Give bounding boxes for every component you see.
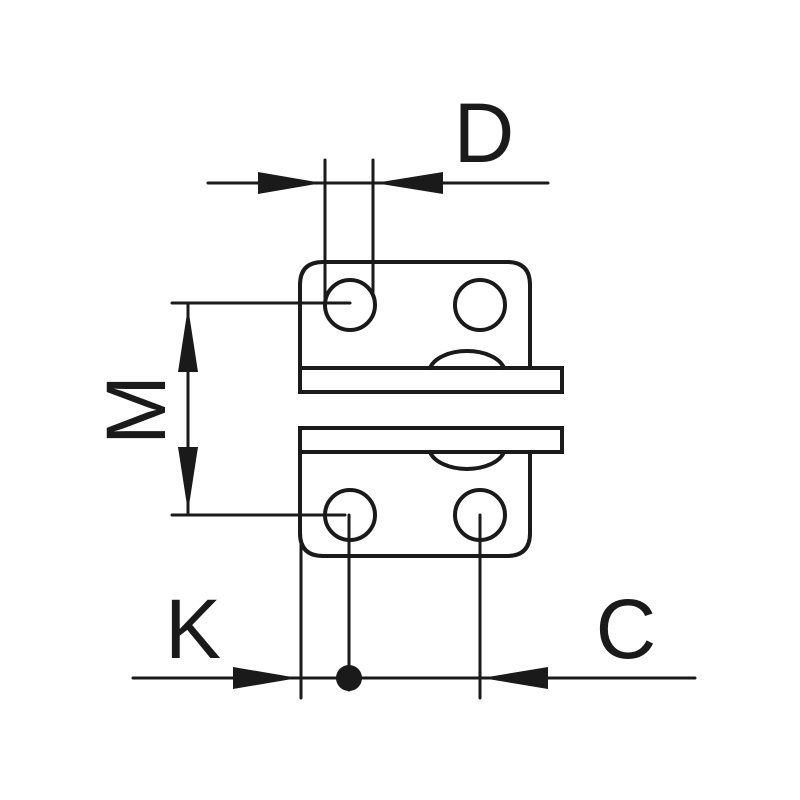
arrow-m-bottom: [178, 447, 198, 512]
arrow-k: [233, 667, 298, 689]
arrow-c: [482, 667, 548, 689]
hole-top-right: [453, 278, 507, 332]
pin-bar-top: [298, 366, 564, 394]
knuckle-bottom: [428, 450, 506, 471]
label-k: K: [165, 582, 221, 676]
hinge-bottom-leaf: [298, 426, 564, 558]
knuckle-top: [428, 349, 506, 370]
label-d: D: [454, 86, 515, 180]
top-leaf-outline: [298, 260, 532, 372]
dimension-m: M: [89, 301, 352, 517]
dimension-dot: [336, 665, 362, 691]
label-c: C: [596, 582, 657, 676]
hole-top-left: [323, 278, 377, 332]
label-m: M: [89, 375, 183, 445]
dimension-k-c: K C: [131, 513, 697, 700]
dimension-d: D: [206, 86, 550, 307]
bottom-leaf-outline: [298, 450, 532, 558]
arrow-m-top: [178, 307, 198, 372]
hinge-top-leaf: [298, 260, 564, 394]
arrow-d-left: [258, 172, 322, 194]
arrow-d-right: [375, 172, 443, 194]
pin-bar-bottom: [298, 426, 564, 454]
